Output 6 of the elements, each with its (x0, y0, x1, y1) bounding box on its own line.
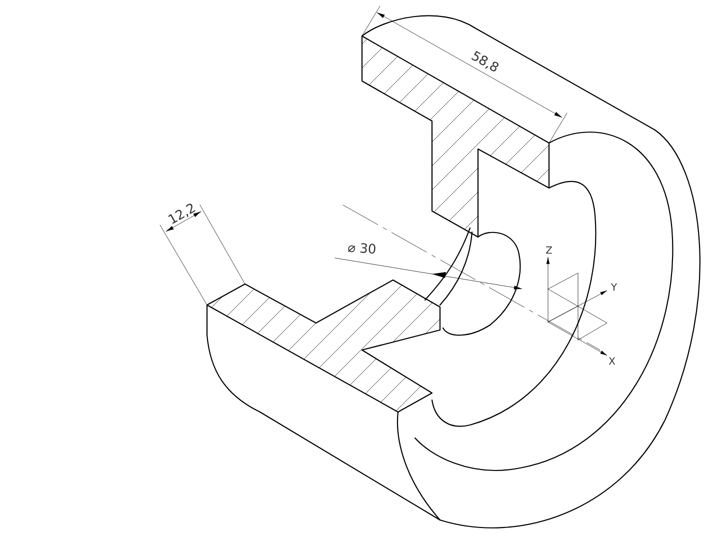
dimension-text: ⌀ 30 (348, 243, 376, 254)
axis-label: Y (610, 283, 618, 291)
dimension-text: 12,2 (168, 204, 196, 224)
axis-label: Z (546, 246, 552, 254)
dimension-text: 58,8 (471, 50, 498, 72)
axis-label: X (608, 357, 616, 365)
